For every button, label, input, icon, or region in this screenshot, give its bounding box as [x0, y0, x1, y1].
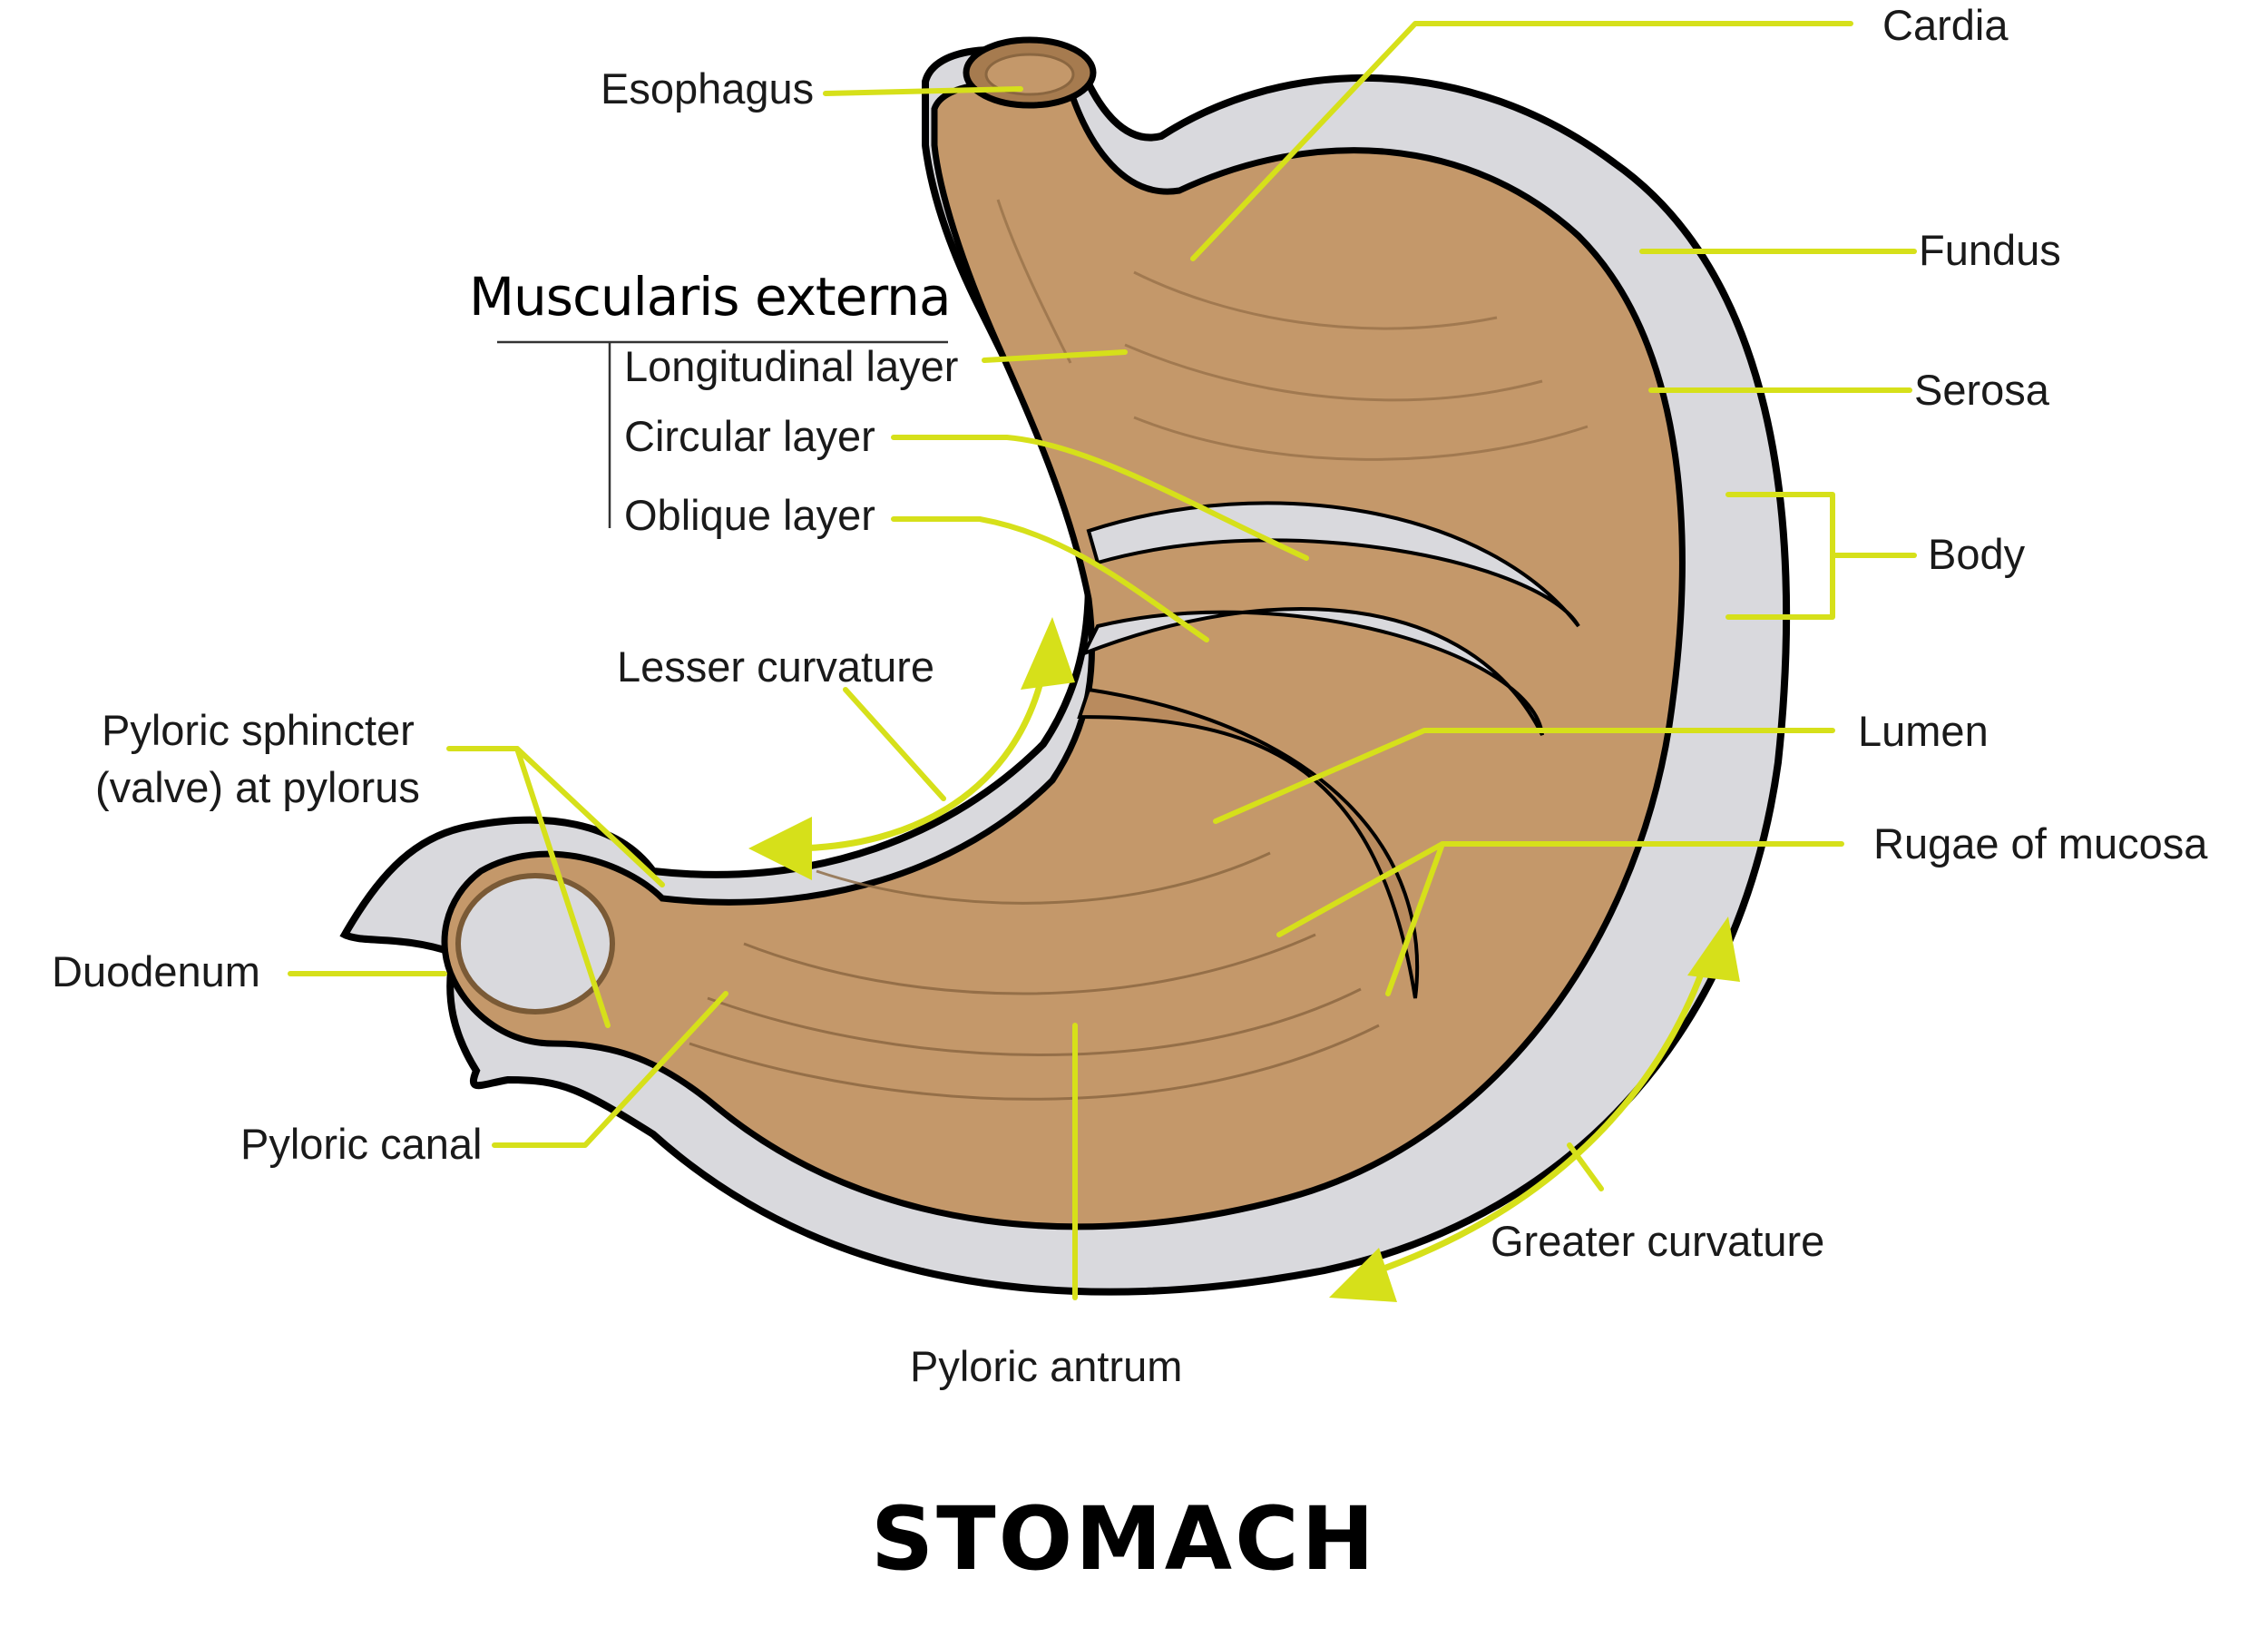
greater-curvature-arrow: [1329, 917, 1740, 1302]
diagram-title: STOMACH: [871, 1488, 1377, 1590]
label-pyloric-canal: Pyloric canal: [240, 1120, 483, 1168]
mucosa-fold: [1077, 687, 1420, 999]
label-rugae-of-mucosa: Rugae of mucosa: [1873, 819, 2208, 868]
label-cardia: Cardia: [1882, 1, 2009, 49]
label-body: Body: [1928, 530, 2026, 578]
label-serosa: Serosa: [1914, 366, 2049, 414]
muscle-texture: [996, 199, 1589, 461]
rugae-folds: [689, 851, 1380, 1101]
label-esophagus: Esophagus: [601, 64, 815, 113]
label-longitudinal-layer: Longitudinal layer: [624, 342, 959, 390]
heading-bracket: [497, 340, 948, 528]
muscularis-externa-heading: Muscularis externa: [469, 266, 951, 328]
label-circular-layer: Circular layer: [624, 412, 875, 460]
lesser-curvature-arrow: [748, 617, 1075, 880]
label-greater-curvature: Greater curvature: [1491, 1217, 1825, 1265]
leader-lines: [288, 21, 1917, 1300]
duodenum-lumen: [455, 873, 615, 1015]
label-duodenum: Duodenum: [52, 947, 260, 995]
label-pyloric-antrum: Pyloric antrum: [910, 1342, 1183, 1390]
label-pyloric-sphincter-line2: (valve) at pylorus: [95, 763, 420, 811]
label-pyloric-sphincter-line1: Pyloric sphincter: [102, 706, 415, 754]
oblique-layer-band: [1080, 607, 1544, 736]
label-lumen: Lumen: [1858, 707, 1989, 755]
label-fundus: Fundus: [1919, 226, 2061, 274]
label-lesser-curvature: Lesser curvature: [617, 642, 935, 691]
label-oblique-layer: Oblique layer: [624, 491, 875, 539]
